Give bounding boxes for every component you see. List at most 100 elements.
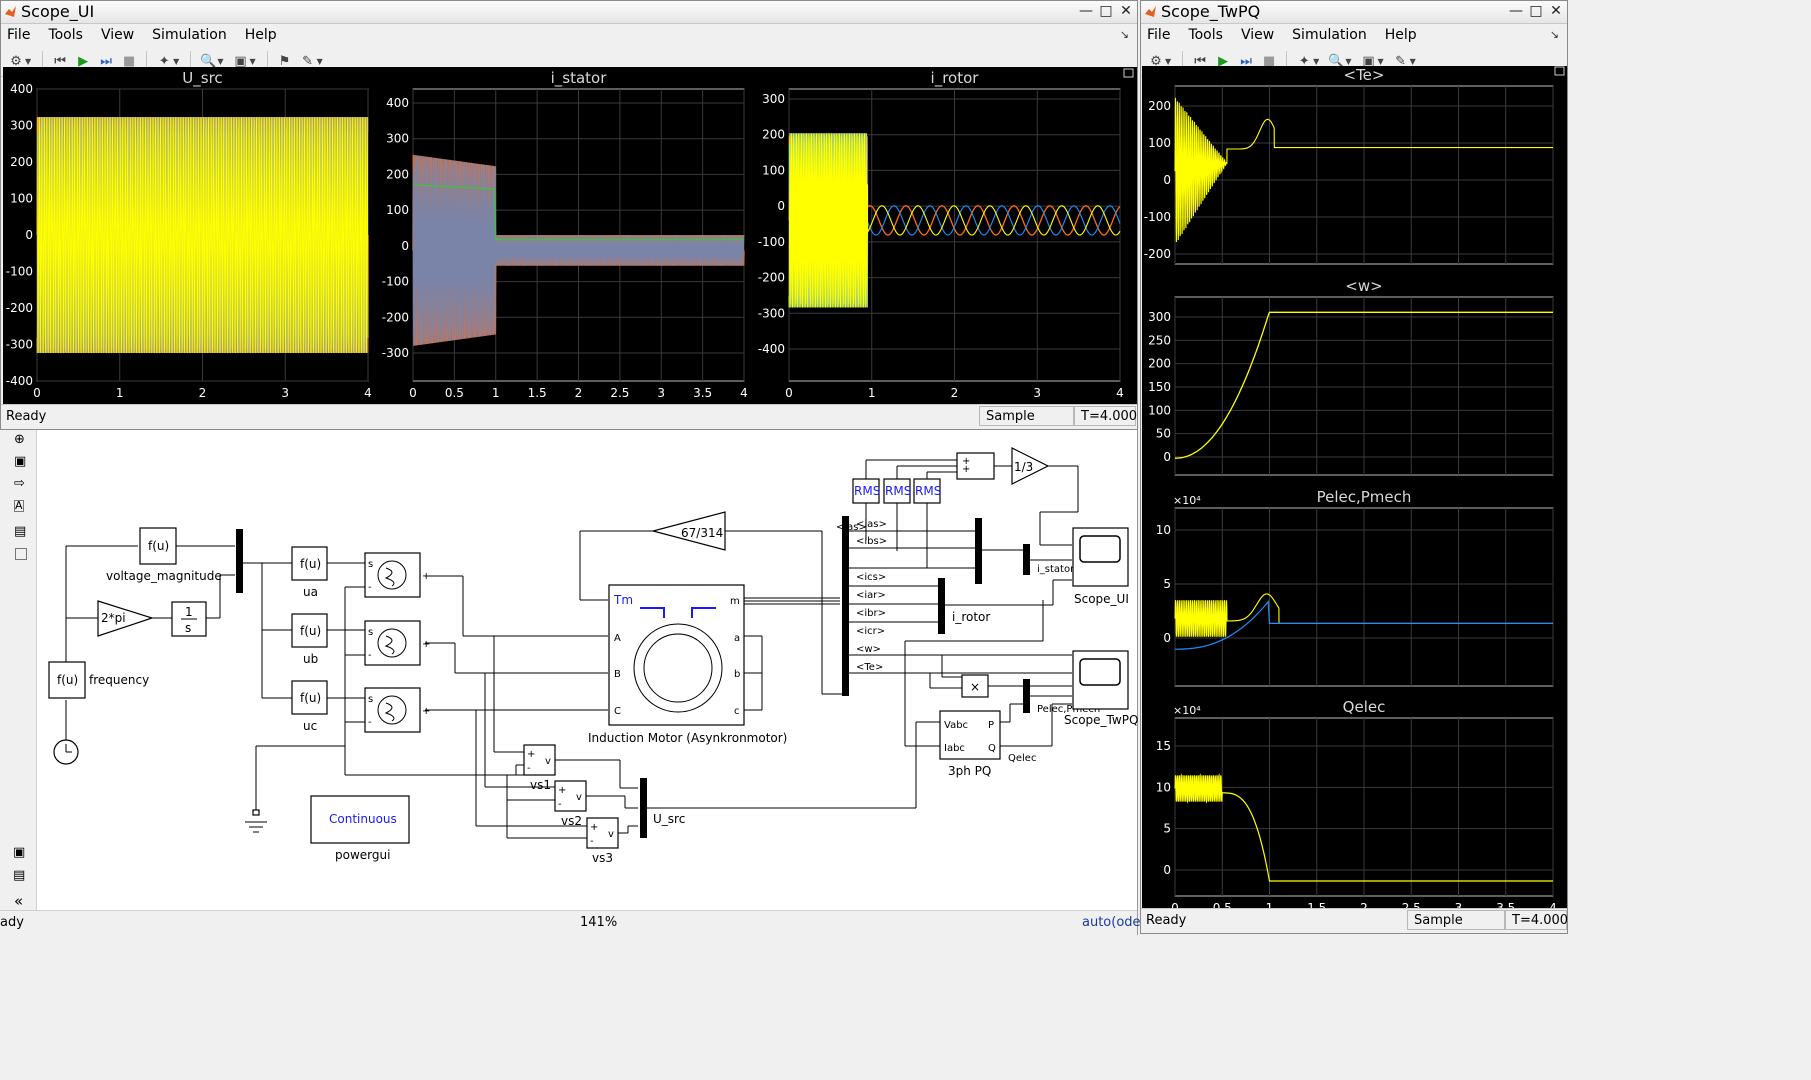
voltage-source-a[interactable]: s-+: [364, 552, 430, 598]
menu-view[interactable]: View: [100, 27, 135, 43]
pq-block[interactable]: [939, 710, 1001, 760]
explorer-icon[interactable]: ▤: [13, 868, 26, 883]
ias-mux[interactable]: [975, 518, 982, 584]
image-icon[interactable]: ▤: [14, 524, 27, 539]
chevron-down-icon[interactable]: ▼: [1313, 56, 1320, 66]
highlight-icon[interactable]: ✦: [158, 53, 170, 69]
menu-simulation[interactable]: Simulation: [152, 27, 227, 43]
undock-icon[interactable]: [1554, 66, 1565, 76]
step-forward-icon[interactable]: ⏭: [1240, 53, 1252, 69]
chevron-down-icon[interactable]: ▼: [1345, 56, 1352, 66]
area-icon[interactable]: [15, 548, 27, 560]
ua-fcn-block[interactable]: [291, 546, 328, 581]
rotor-mux[interactable]: [938, 578, 945, 634]
close-button[interactable]: ✕: [1120, 3, 1132, 19]
arrow-icon[interactable]: ⇨: [14, 476, 25, 491]
camera-icon[interactable]: ▣: [13, 845, 26, 860]
vs3-block[interactable]: [586, 817, 619, 849]
menu-file[interactable]: File: [7, 27, 31, 43]
edit-icon[interactable]: ✎: [1395, 53, 1407, 69]
highlight-icon[interactable]: ✦: [1298, 53, 1310, 69]
vs2-block[interactable]: [554, 780, 587, 812]
u-src-mux[interactable]: [640, 778, 647, 838]
undock-icon[interactable]: [1123, 68, 1134, 78]
stop-icon[interactable]: ■: [1263, 53, 1276, 69]
run-icon[interactable]: ▶: [1218, 53, 1229, 69]
chevron-down-icon[interactable]: ▼: [1377, 56, 1384, 66]
menu-tools[interactable]: Tools: [48, 27, 83, 43]
menu-simulation[interactable]: Simulation: [1292, 27, 1367, 43]
fit-icon[interactable]: ▣: [1362, 53, 1375, 69]
gain-2pi-block[interactable]: [97, 600, 154, 637]
voltage-source-b[interactable]: s-+: [364, 620, 430, 666]
mux-block[interactable]: [236, 529, 243, 593]
chevron-down-icon[interactable]: ▼: [173, 56, 180, 66]
solver-name[interactable]: auto(ode23: [1082, 915, 1158, 930]
svg-text:-: -: [368, 650, 372, 661]
chevron-down-icon[interactable]: ▼: [316, 56, 323, 66]
chevron-down-icon[interactable]: ▼: [249, 56, 256, 66]
zoom-icon[interactable]: 🔍: [1328, 53, 1345, 69]
triggers-icon[interactable]: ⚑: [278, 53, 291, 69]
settings-icon[interactable]: ⚙: [10, 53, 22, 69]
settings-icon[interactable]: ⚙: [1150, 53, 1162, 69]
integrator-den: s: [185, 621, 191, 635]
model-palette: ⊕ ▣ ⇨ A ▤ ▣ ▤ «: [0, 430, 37, 910]
voltage-source-c[interactable]: s-+: [364, 687, 430, 733]
menu-help[interactable]: Help: [1384, 27, 1417, 43]
power-mux[interactable]: [1023, 679, 1030, 713]
rms-c-block[interactable]: [913, 478, 941, 504]
chevron-down-icon[interactable]: ▼: [25, 56, 32, 66]
chevron-down-icon[interactable]: ▼: [217, 56, 224, 66]
bus-selector[interactable]: [842, 516, 849, 696]
chevron-down-icon[interactable]: ▼: [1409, 56, 1416, 66]
y-tick-label: -300: [758, 306, 785, 320]
frequency-fcn-block[interactable]: [48, 661, 86, 699]
stop-icon[interactable]: ■: [123, 53, 136, 69]
separator: [1182, 51, 1184, 71]
annotation-icon[interactable]: A: [14, 499, 24, 512]
fit-icon[interactable]: ▣: [234, 53, 247, 69]
scope-ui-titlebar[interactable]: Scope_UI — □ ✕: [1, 1, 1137, 24]
run-icon[interactable]: ▶: [78, 53, 89, 69]
expand-icon[interactable]: ↘: [1119, 28, 1129, 41]
x-tick-label: 4: [1116, 386, 1124, 400]
y-tick-label: 400: [386, 96, 409, 110]
menu-file[interactable]: File: [1147, 27, 1171, 43]
close-button[interactable]: ✕: [1550, 3, 1562, 19]
chevron-down-icon[interactable]: ▼: [1165, 56, 1172, 66]
x-tick-label: 3.5: [693, 386, 712, 400]
edit-icon[interactable]: ✎: [302, 53, 314, 69]
integrator-block[interactable]: [171, 601, 207, 637]
maximize-button[interactable]: □: [1529, 3, 1543, 19]
stator-mux[interactable]: [1023, 544, 1030, 575]
collapse-icon[interactable]: «: [14, 892, 24, 910]
minimize-button[interactable]: —: [1509, 3, 1523, 19]
gain-third-block[interactable]: [1011, 447, 1050, 485]
minimize-button[interactable]: —: [1079, 3, 1093, 19]
menu-help[interactable]: Help: [244, 27, 277, 43]
menu-tools[interactable]: Tools: [1188, 27, 1223, 43]
vs1-block[interactable]: [523, 744, 556, 776]
maximize-button[interactable]: □: [1099, 3, 1113, 19]
uc-fcn-block[interactable]: [291, 680, 328, 715]
step-forward-icon[interactable]: ⏭: [100, 53, 112, 69]
powergui-block[interactable]: [310, 795, 410, 844]
sum-block[interactable]: [956, 452, 995, 480]
fit-view-icon[interactable]: ▣: [14, 454, 27, 469]
zoom-in-icon[interactable]: ⊕: [14, 432, 25, 447]
scope-twpq-titlebar[interactable]: Scope_TwPQ — □ ✕: [1141, 1, 1567, 24]
step-back-icon[interactable]: ⏮: [54, 53, 66, 69]
step-back-icon[interactable]: ⏮: [1194, 53, 1206, 69]
menu-view[interactable]: View: [1240, 27, 1275, 43]
expand-icon[interactable]: ↘: [1549, 28, 1559, 41]
zoom-icon[interactable]: 🔍: [200, 53, 217, 69]
